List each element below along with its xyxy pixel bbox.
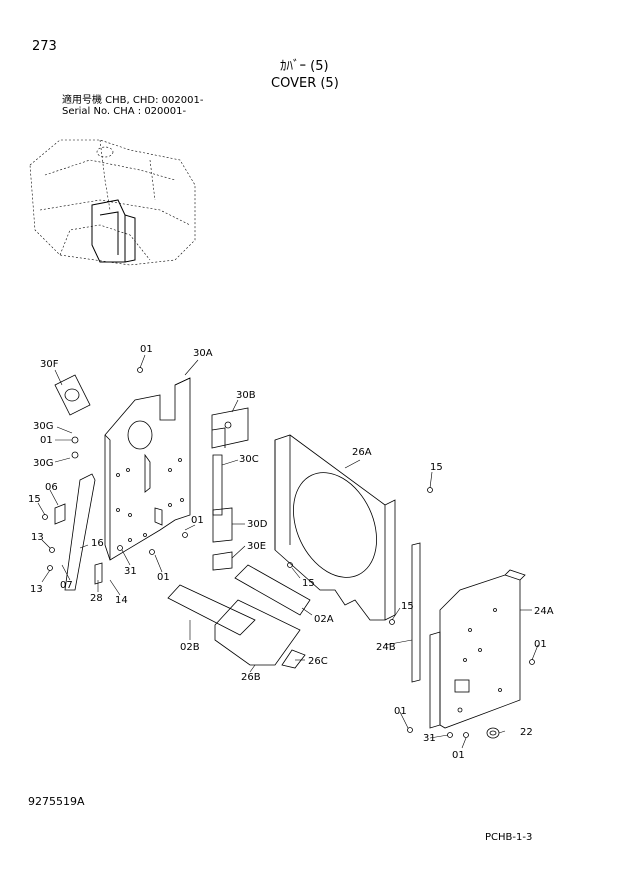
part-06-clip xyxy=(54,503,66,525)
part-30D-block xyxy=(212,507,233,543)
label-26C: 26C xyxy=(308,656,328,667)
part-30F-pad xyxy=(54,374,91,416)
label-24A: 24A xyxy=(534,606,554,617)
part-24A-panel xyxy=(429,569,526,729)
label-14: 14 xyxy=(115,595,128,606)
leader-lines xyxy=(37,354,539,749)
label-01-f: 01 xyxy=(394,706,407,717)
label-01-g: 01 xyxy=(452,750,465,761)
label-30F: 30F xyxy=(40,359,59,370)
part-26A-shroud xyxy=(274,434,396,621)
label-28: 28 xyxy=(90,593,103,604)
label-24B: 24B xyxy=(376,642,396,653)
label-30G-a: 30G xyxy=(33,421,53,432)
machine-locator-sketch xyxy=(29,139,196,266)
label-31-a: 31 xyxy=(124,566,137,577)
label-15-a: 15 xyxy=(430,462,443,473)
label-15-c: 15 xyxy=(302,578,315,589)
label-30C: 30C xyxy=(239,454,259,465)
label-30E: 30E xyxy=(247,541,266,552)
part-26C-strip xyxy=(281,649,306,669)
label-13-b: 13 xyxy=(30,584,43,595)
label-16: 16 xyxy=(91,538,104,549)
label-01-d: 01 xyxy=(157,572,170,583)
part-26B-cover xyxy=(214,599,301,666)
label-31-b: 31 xyxy=(423,733,436,744)
label-15-d: 15 xyxy=(401,601,414,612)
part-02B-cover xyxy=(167,584,256,636)
label-02A: 02A xyxy=(314,614,334,625)
part-28-bracket xyxy=(94,562,103,585)
part-22-grommet xyxy=(486,727,500,739)
part-30C-strip xyxy=(212,454,223,516)
fastener-bolts xyxy=(42,367,535,738)
label-02B: 02B xyxy=(180,642,200,653)
label-13-a: 13 xyxy=(31,532,44,543)
part-16-bar xyxy=(64,473,96,591)
part-left-panel xyxy=(104,377,191,561)
part-24B-strip xyxy=(411,542,421,683)
label-22: 22 xyxy=(520,727,533,738)
part-30E-block xyxy=(212,551,233,571)
label-01-c: 01 xyxy=(191,515,204,526)
label-01-a: 01 xyxy=(140,344,153,355)
label-15-b: 15 xyxy=(28,494,41,505)
label-26B: 26B xyxy=(241,672,261,683)
label-01-e: 01 xyxy=(534,639,547,650)
sheet-code: PCHB-1-3 xyxy=(485,832,533,843)
part-02A-plate xyxy=(234,564,311,616)
label-26A: 26A xyxy=(352,447,372,458)
label-30B: 30B xyxy=(236,390,256,401)
label-01-b: 01 xyxy=(40,435,53,446)
page-number: 273 xyxy=(32,39,57,54)
serial-info-line-2: Serial No. CHA : 020001- xyxy=(62,106,187,117)
locator-highlight-part xyxy=(91,199,136,263)
label-07: 07 xyxy=(60,580,73,591)
label-30G-b: 30G xyxy=(33,458,53,469)
title-japanese: ｶﾊﾞｰ (5) xyxy=(280,59,329,74)
part-30B-bracket xyxy=(211,407,249,449)
part-labels: 01 30A 30F 30B 30G 01 30G 30C 26A 15 06 … xyxy=(28,344,554,761)
label-30A: 30A xyxy=(193,348,213,359)
title-english: COVER (5) xyxy=(271,76,339,91)
label-06: 06 xyxy=(45,482,58,493)
drawing-number: 9275519A xyxy=(28,795,85,808)
label-30D: 30D xyxy=(247,519,268,530)
serial-info-line-1: 適用号機 CHB, CHD: 002001- xyxy=(62,95,204,106)
